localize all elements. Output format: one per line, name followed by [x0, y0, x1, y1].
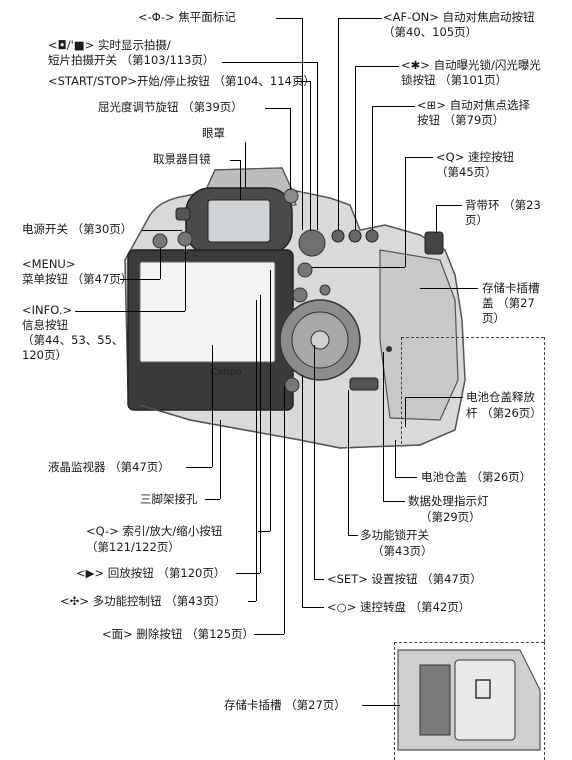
- label-menu-button-1: <MENU>: [22, 257, 75, 272]
- label-card-cover-1: 存储卡插槽: [482, 281, 540, 296]
- label-start-stop-button: <START/STOP>开始/停止按钮 （第104、114页）: [48, 74, 315, 89]
- label-strap-mount-1: 背带环 （第23: [465, 198, 541, 213]
- label-lcd-monitor: 液晶监视器 （第47页）: [48, 460, 170, 475]
- access-lamp-shape: [386, 346, 392, 352]
- label-playback-button: <▶> 回放按钮 （第120页）: [76, 566, 225, 581]
- viewfinder-eyepiece: [208, 200, 270, 242]
- playback-shape: [293, 288, 307, 302]
- label-multi-lock-1: 多功能锁开关: [360, 528, 429, 543]
- menu-button-shape: [153, 234, 167, 248]
- diopter-knob-shape: [284, 189, 298, 203]
- label-info-button-4: 120页）: [22, 348, 67, 363]
- label-set-button: <SET> 设置按钮 （第47页）: [327, 572, 482, 587]
- label-focal-plane-mark: <-Φ-> 焦平面标记: [138, 10, 236, 25]
- label-card-cover-2: 盖 （第27: [482, 296, 535, 311]
- label-info-button-2: 信息按钮: [22, 318, 68, 333]
- label-index-button-2: （第121/122页）: [86, 540, 180, 555]
- af-point-shape: [366, 230, 378, 242]
- label-access-lamp-2: （第29页）: [420, 510, 481, 525]
- label-quick-control-1: <Q> 速控按钮: [436, 150, 514, 165]
- power-switch-shape: [176, 208, 190, 220]
- label-multi-lock-2: （第43页）: [372, 544, 433, 559]
- label-diopter-knob: 屈光度调节旋钮 （第39页）: [98, 100, 243, 115]
- af-on-shape: [332, 230, 344, 242]
- label-viewfinder-eyepiece: 取景器目镜: [153, 152, 211, 167]
- live-view-switch-shape: [299, 230, 325, 256]
- card-cover-shape: [380, 250, 458, 420]
- info-button-shape: [178, 232, 192, 246]
- label-power-switch: 电源开关 （第30页）: [22, 222, 132, 237]
- label-erase-button: <面> 删除按钮 （第125页）: [102, 627, 254, 642]
- label-af-on-1: <AF-ON> 自动对焦启动按钮: [383, 10, 535, 25]
- label-menu-button-2: 菜单按钮 （第47页）: [22, 272, 132, 287]
- multi-lock-shape: [350, 378, 378, 390]
- label-info-button-1: <INFO.>: [22, 303, 72, 318]
- label-multi-controller: <✣> 多功能控制钮 （第43页）: [60, 594, 226, 609]
- erase-button-shape: [285, 378, 299, 392]
- label-battery-release-2: 杆 （第26页）: [466, 406, 542, 421]
- label-card-slot: 存储卡插槽 （第27页）: [224, 698, 346, 713]
- label-ae-lock-2: 锁按钮 （第101页）: [401, 73, 507, 88]
- card-slot-opening: [420, 665, 450, 735]
- ae-lock-shape: [349, 230, 361, 242]
- label-quick-control-2: （第45页）: [436, 165, 497, 180]
- quick-control-shape: [298, 263, 312, 277]
- label-info-button-3: （第44、53、55、: [22, 333, 123, 348]
- brand-logo: Canon: [210, 367, 242, 378]
- label-eyecup: 眼罩: [202, 126, 225, 141]
- label-battery-release-1: 电池仓盖释放: [466, 390, 535, 405]
- label-af-on-2: （第40、105页）: [383, 25, 477, 40]
- label-live-view-switch-2: 短片拍摄开关 （第103/113页）: [48, 53, 214, 68]
- label-af-point-1: <⊞> 自动对焦点选择: [417, 98, 530, 113]
- label-af-point-2: 按钮 （第79页）: [417, 113, 504, 128]
- label-ae-lock-1: <✱> 自动曝光锁/闪光曝光: [401, 58, 541, 73]
- label-live-view-switch-1: <◘/'■> 实时显示拍摄/: [48, 38, 171, 53]
- label-index-button-1: <Q-> 索引/放大/缩小按钮: [86, 524, 222, 539]
- label-quick-dial: <○> 速控转盘 （第42页）: [327, 600, 470, 615]
- label-strap-mount-2: 页）: [465, 213, 488, 228]
- small-button-shape: [320, 285, 330, 295]
- label-battery-cover: 电池仓盖 （第26页）: [421, 470, 531, 485]
- label-card-cover-3: 页）: [482, 311, 505, 326]
- strap-mount-shape: [425, 232, 443, 254]
- label-access-lamp-1: 数据处理指示灯: [408, 494, 489, 509]
- memory-card: [455, 660, 515, 740]
- label-tripod-socket: 三脚架接孔: [140, 492, 198, 507]
